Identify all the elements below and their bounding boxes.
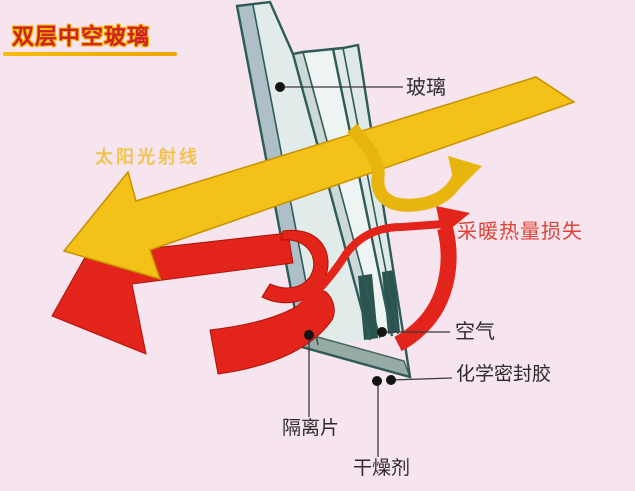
reflected-sunlight-arrowhead [448,156,482,192]
heat-ribbon-lower-band [209,289,335,375]
label-sunlight: 太阳光射线 [95,147,200,167]
pane1-thickness-edge [293,52,380,340]
label-heat-loss: 采暖热量损失 [457,221,583,243]
reflected-sunlight-curve [347,123,464,212]
label-spacer: 隔离片 [282,418,340,439]
sunlight-beam [62,76,576,281]
sealant-leader-line [390,377,453,381]
pane2-face [333,45,406,345]
sealant-dot-2 [386,375,396,385]
label-glass: 玻璃 [406,77,446,99]
title-underline [3,52,177,56]
label-sealant: 化学密封胶 [456,364,552,385]
leader-lines [280,86,453,457]
leader-dots [275,82,396,386]
sealant-cap-left [358,274,378,340]
heat-ribbon-right-curl [394,226,457,352]
sealant-dot-1 [372,376,382,386]
air-gap-region [303,49,392,338]
air-dot [377,327,387,337]
spacer-dot [304,330,314,340]
page-title: 双层中空玻璃 [12,24,151,49]
label-desiccant: 干燥剂 [353,458,411,479]
glass-dot [275,82,285,92]
label-air: 空气 [455,321,495,343]
heat-loss-arrow-shaft [297,220,445,311]
heat-ribbon-fold-loop [261,229,329,304]
